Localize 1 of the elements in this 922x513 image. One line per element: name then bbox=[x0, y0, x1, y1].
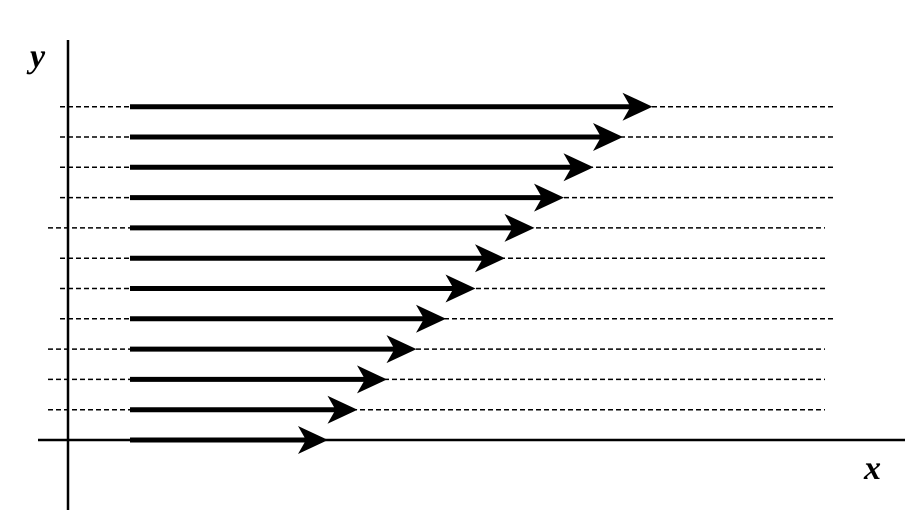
axis-label: x bbox=[864, 452, 881, 486]
